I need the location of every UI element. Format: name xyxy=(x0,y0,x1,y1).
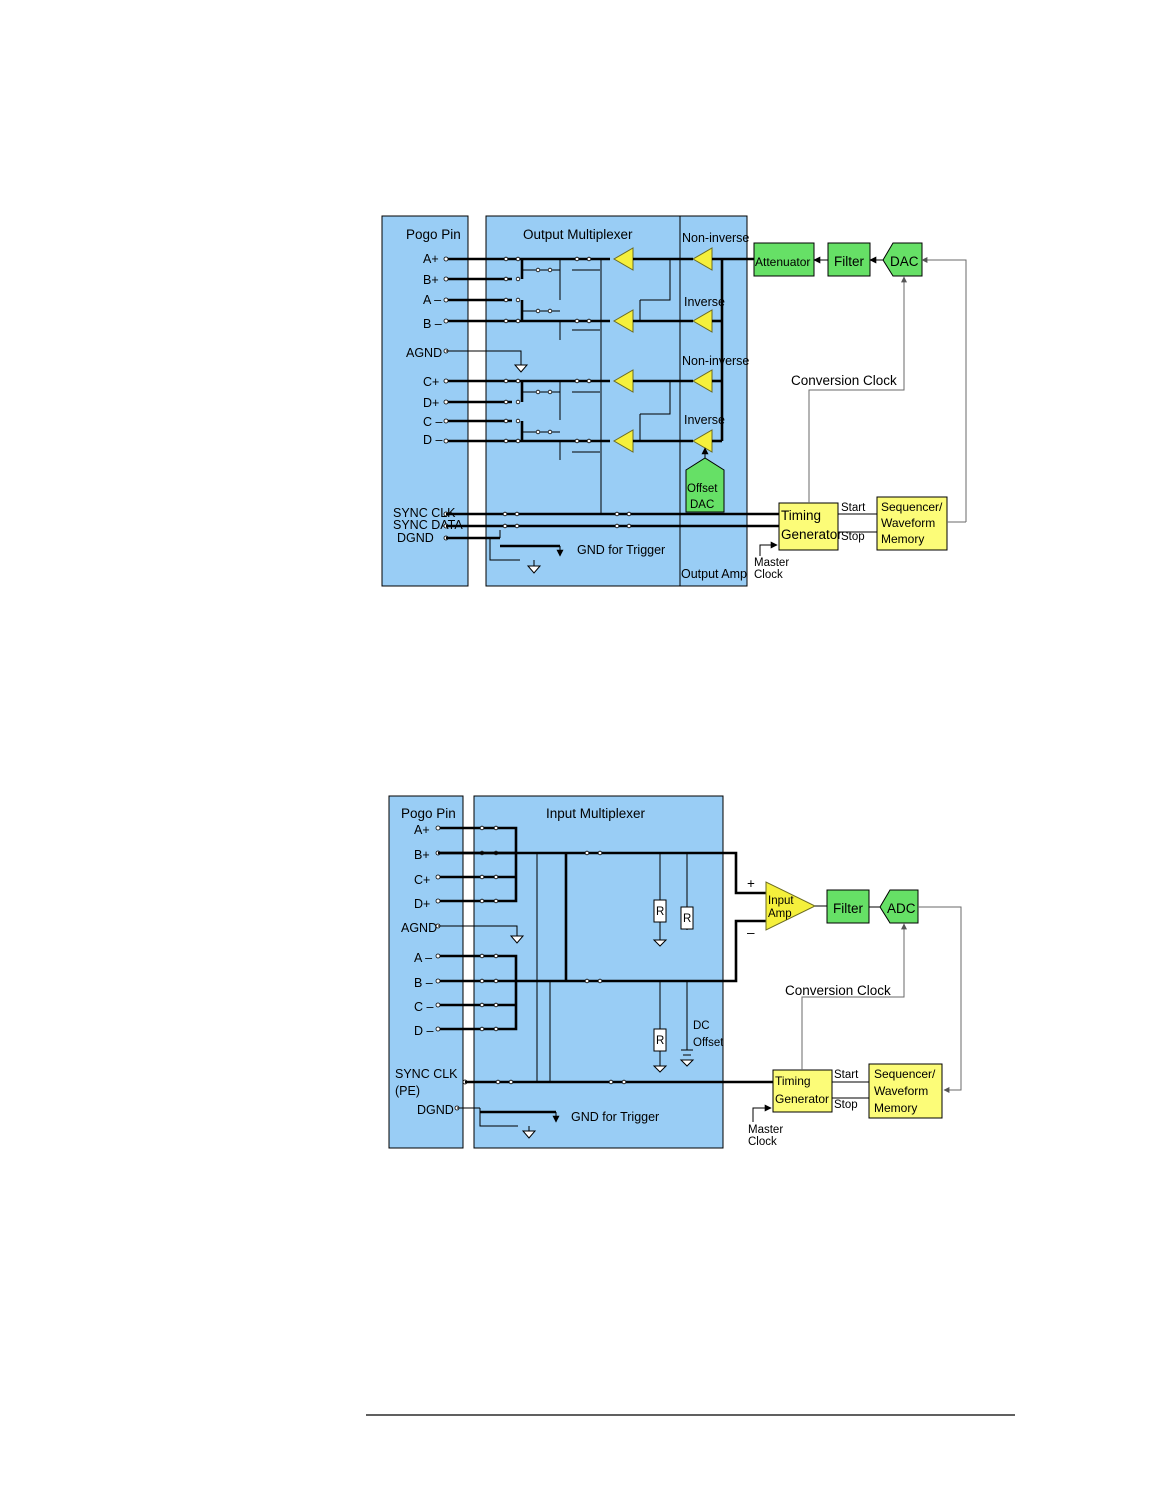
output-pin-label: D – xyxy=(423,433,443,447)
output-pin-label: A+ xyxy=(423,252,439,266)
input-pin-label: D+ xyxy=(414,897,430,911)
input-pogo-panel xyxy=(388,795,464,1149)
output-mux-panel xyxy=(485,215,681,587)
input-master-clock-label: Master xyxy=(748,1124,783,1136)
input-amp-triangle xyxy=(765,881,817,931)
amp-label-inverse-1: Inverse xyxy=(684,295,725,309)
offset-dac-label: DAC xyxy=(690,499,714,511)
input-pin-label: DGND xyxy=(417,1103,454,1117)
input-pin-label: D – xyxy=(414,1024,434,1038)
input-sequencer-block xyxy=(868,1063,943,1119)
input-stop-label: Stop xyxy=(834,1099,858,1111)
resistor xyxy=(680,906,694,930)
output-pin-label: AGND xyxy=(406,346,442,360)
output-timing-generator-label: Generator xyxy=(781,527,842,542)
input-pin-label: B – xyxy=(414,976,433,990)
output-sync-wires xyxy=(446,511,779,574)
input-pin-label: (PE) xyxy=(395,1084,420,1098)
input-sequencer-label: Memory xyxy=(874,1101,917,1115)
output-amplifiers xyxy=(613,247,755,453)
output-master-clock-label: Master xyxy=(754,557,789,569)
output-pin-label: D+ xyxy=(423,396,439,410)
amp-label-inverse-2: Inverse xyxy=(684,413,725,427)
input-conversion-clock-label: Conversion Clock xyxy=(785,983,891,998)
input-amp-label: Input xyxy=(768,895,794,907)
input-timing-generator-block xyxy=(772,1069,833,1113)
input-plus-label: + xyxy=(747,876,755,891)
output-sequencer-label: Memory xyxy=(881,532,924,546)
output-master-clock-label: Clock xyxy=(754,569,783,581)
input-sequencer-label: Waveform xyxy=(874,1084,928,1098)
output-timing-generator-label: Timing xyxy=(781,508,821,523)
input-pin-label: C – xyxy=(414,1000,434,1014)
input-gnd-trigger-label: GND for Trigger xyxy=(571,1110,659,1124)
input-mux-title: Input Multiplexer xyxy=(546,806,646,821)
input-pogo-title: Pogo Pin xyxy=(401,806,456,821)
output-pin-label: A – xyxy=(423,293,441,307)
output-diagram: Pogo Pin Output Multiplexer A+ B+ A – B … xyxy=(381,215,967,587)
input-pin-label: SYNC CLK xyxy=(395,1067,458,1081)
output-mux-title: Output Multiplexer xyxy=(523,227,633,242)
output-pin-label: SYNC DATA xyxy=(393,518,463,532)
output-amp-panel xyxy=(679,215,748,587)
input-amp-label: Amp xyxy=(768,908,792,920)
output-pin-label: SYNC CLK xyxy=(393,506,456,520)
input-pin-label: A – xyxy=(414,951,432,965)
input-mux-buses xyxy=(438,850,766,1082)
offset-dac-label: Offset xyxy=(687,483,718,495)
amp-label-non-inverse-2: Non-inverse xyxy=(682,354,749,368)
output-pin-label: DGND xyxy=(397,531,434,545)
attenuator-block xyxy=(753,242,815,277)
input-master-clock-label: Clock xyxy=(748,1136,777,1148)
output-sequencer-label: Sequencer/ xyxy=(881,500,943,514)
input-timing-generator-label: Timing xyxy=(775,1074,811,1088)
output-filter-block xyxy=(827,242,871,277)
input-start-label: Start xyxy=(834,1069,859,1081)
dac-label: DAC xyxy=(890,254,919,269)
output-pogo-title: Pogo Pin xyxy=(406,227,461,242)
resistor-label: R xyxy=(683,913,691,925)
output-amp-section-label: Output Amp xyxy=(681,567,747,581)
input-diagram: Pogo Pin Input Multiplexer A+ B+ C+ D+ A… xyxy=(388,795,962,1149)
output-conversion-clock-label: Conversion Clock xyxy=(791,373,897,388)
resistor xyxy=(653,899,667,923)
input-pin-label: B+ xyxy=(414,848,430,862)
resistor xyxy=(653,1028,667,1052)
output-sequencer-label: Waveform xyxy=(881,516,935,530)
resistor-label: R xyxy=(656,906,664,918)
resistor-label: R xyxy=(656,1035,664,1047)
offset-dac-block xyxy=(685,457,725,513)
output-timing-generator-block xyxy=(778,502,839,551)
dc-offset-label: Offset xyxy=(693,1037,724,1049)
output-mux-buses xyxy=(503,256,610,515)
output-filter-label: Filter xyxy=(834,254,865,269)
input-pin-label: AGND xyxy=(401,921,437,935)
output-pin-wires xyxy=(443,256,529,541)
output-pin-label: B – xyxy=(423,317,442,331)
amp-label-non-inverse-1: Non-inverse xyxy=(682,231,749,245)
output-gnd-trigger-label: GND for Trigger xyxy=(577,543,665,557)
input-sequencer-label: Sequencer/ xyxy=(874,1067,936,1081)
input-pin-wires xyxy=(435,825,525,1111)
input-minus-label: – xyxy=(747,925,755,940)
input-pin-label: A+ xyxy=(414,823,430,837)
adc-label: ADC xyxy=(887,901,916,916)
output-sequencer-block xyxy=(876,496,948,551)
output-pin-label: C+ xyxy=(423,375,439,389)
input-pin-label: C+ xyxy=(414,873,430,887)
output-stop-label: Stop xyxy=(841,531,865,543)
input-timing-generator-label: Generator xyxy=(775,1092,829,1106)
output-start-label: Start xyxy=(841,502,866,514)
dc-offset-label: DC xyxy=(693,1020,710,1032)
input-filter-label: Filter xyxy=(833,901,864,916)
attenuator-label: Attenuator xyxy=(755,255,810,269)
output-pin-label: C – xyxy=(423,415,443,429)
input-mux-panel xyxy=(473,795,724,1149)
output-pin-label: B+ xyxy=(423,273,439,287)
